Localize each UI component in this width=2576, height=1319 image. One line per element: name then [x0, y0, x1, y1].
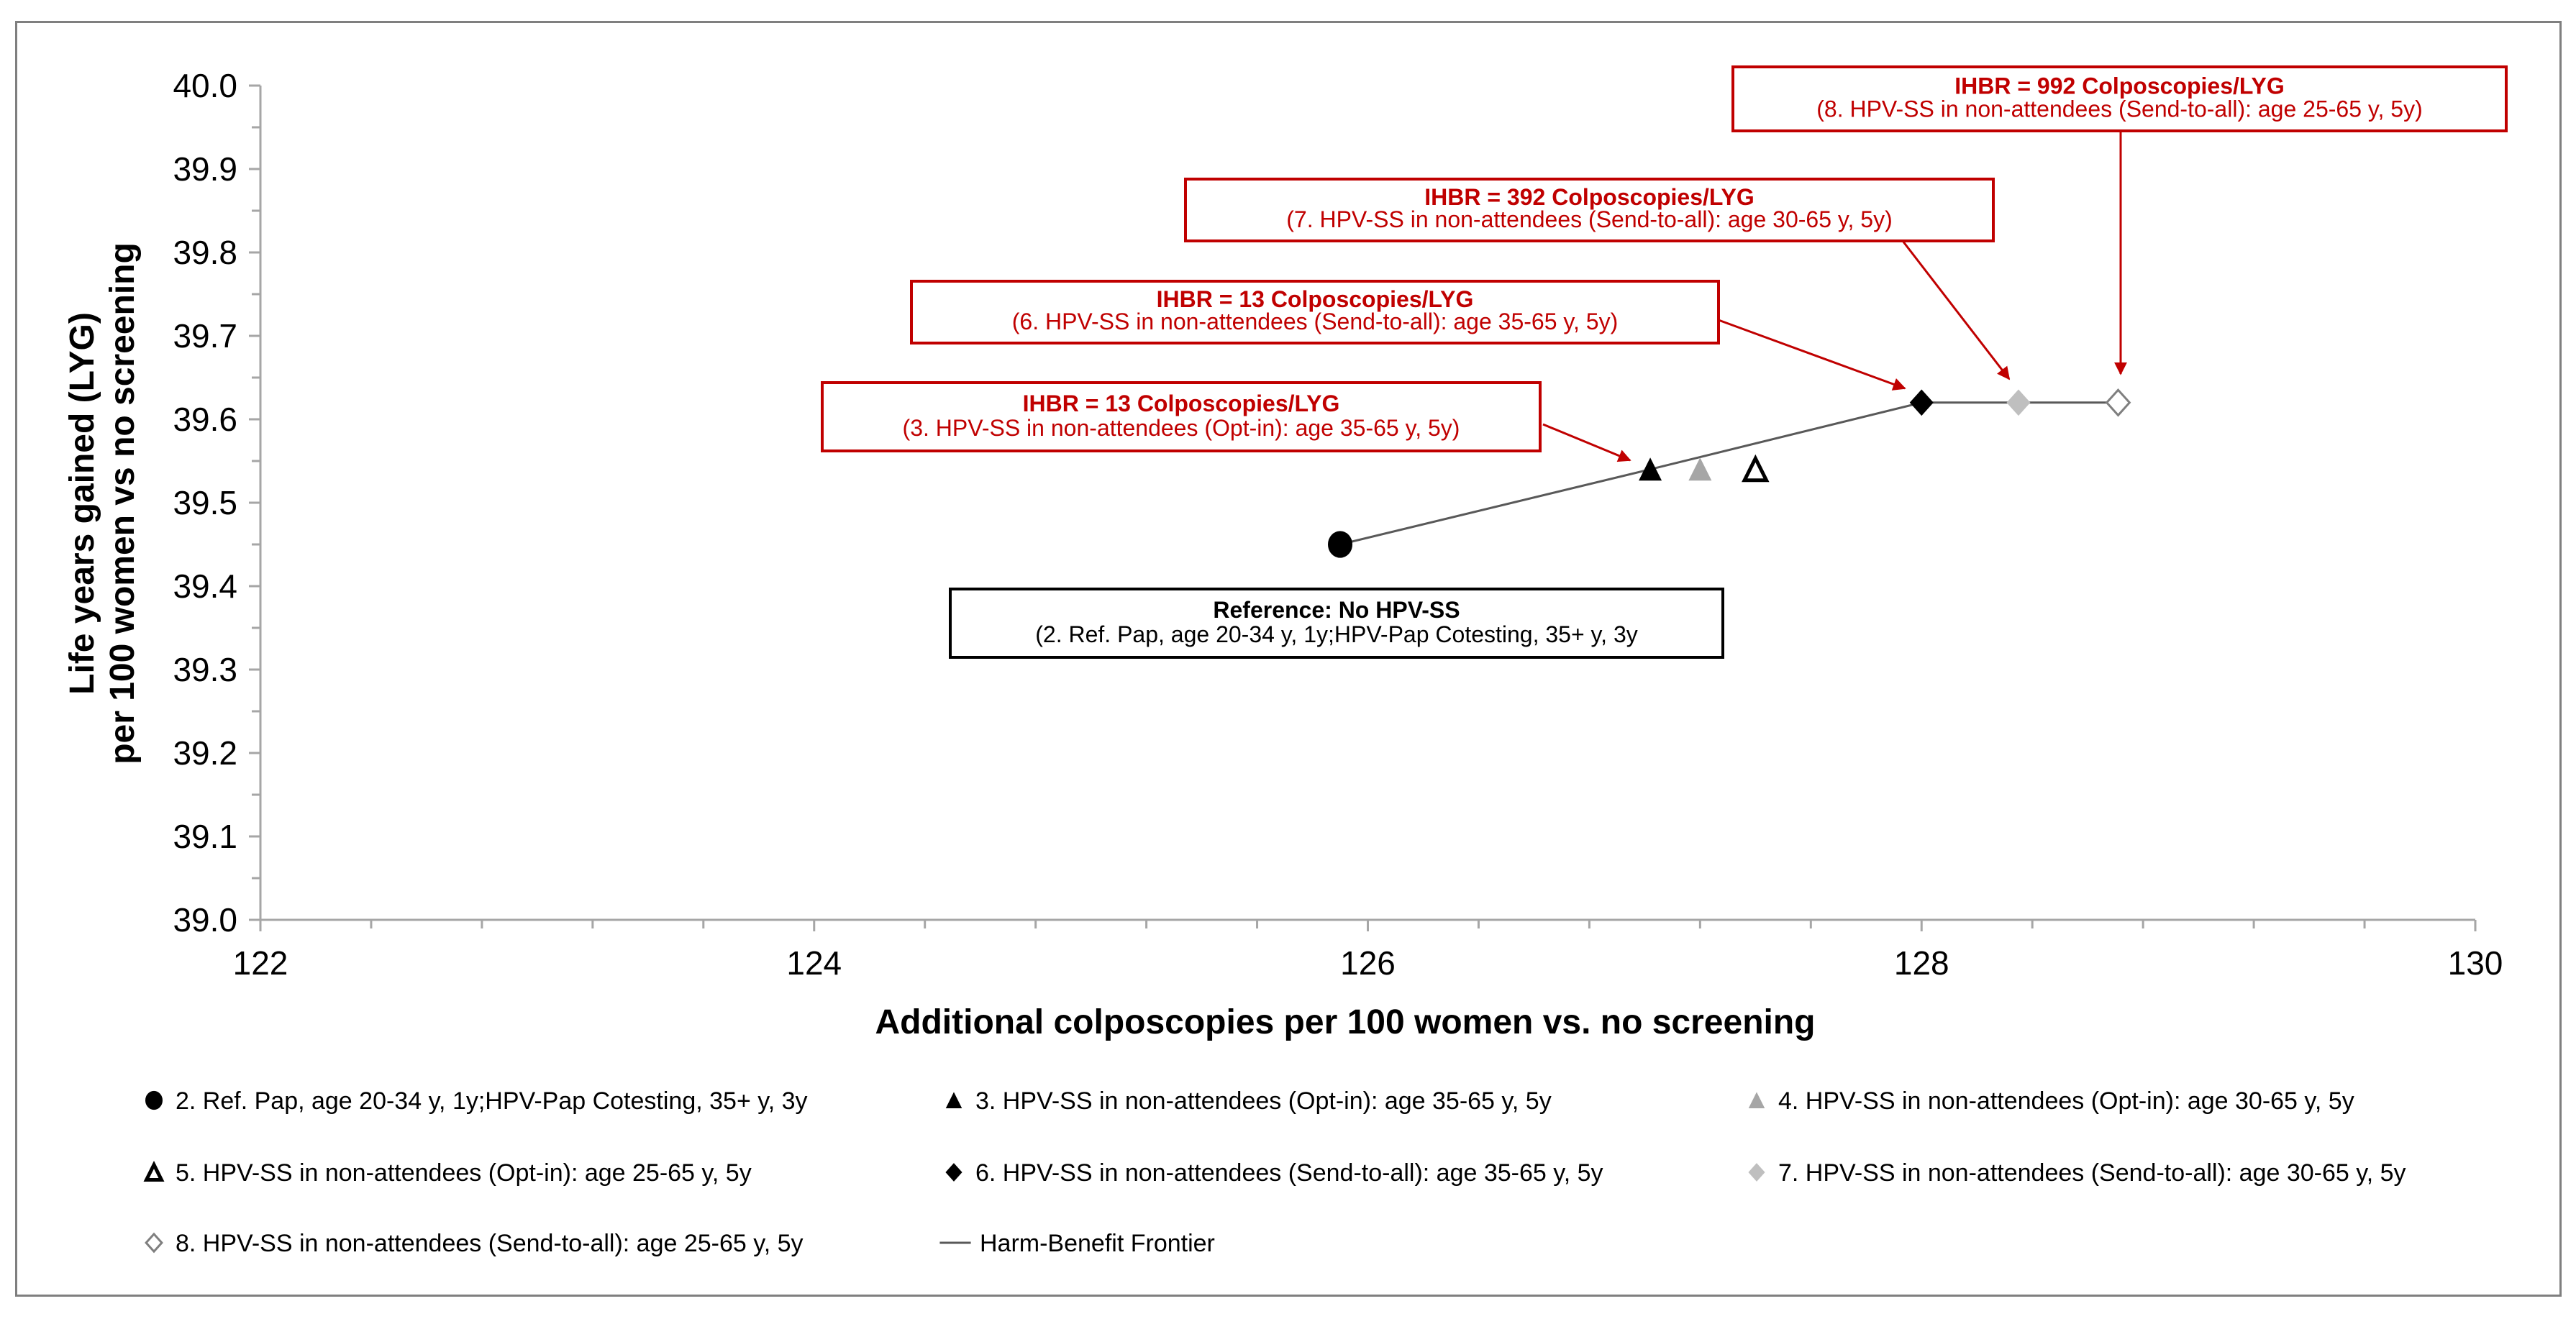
y-tick-label: 39.4 [173, 567, 237, 605]
legend-label: 3. HPV-SS in non-attendees (Opt-in): age… [975, 1087, 1552, 1115]
data-point-s5[interactable]: 5. HPV-SS in non-attendees (Opt-in): age… [1742, 454, 1770, 483]
annotation-box [910, 280, 1720, 344]
triangle-legend-icon [945, 1092, 962, 1108]
y-tick-label: 39.6 [173, 401, 237, 438]
annotation-title: IHBR = 992 Colposcopies/LYG [1954, 73, 2285, 99]
legend-label: 2. Ref. Pap, age 20-34 y, 1y;HPV-Pap Cot… [176, 1087, 808, 1115]
diamond-marker-icon [2006, 389, 2031, 416]
y-tick-label: 40.0 [173, 67, 237, 104]
y-tick-label: 39.0 [173, 901, 237, 939]
y-tick-label: 39.3 [173, 651, 237, 688]
data-points: 2. Ref. Pap, age 20-34 y, 1y;HPV-Pap Cot… [1328, 388, 2131, 558]
data-point-s3[interactable]: 3. HPV-SS in non-attendees (Opt-in): age… [1639, 457, 1662, 481]
annotations: IHBR = 992 Colposcopies/LYG(8. HPV-SS in… [821, 65, 2508, 659]
annotation-subtitle: (3. HPV-SS in non-attendees (Opt-in): ag… [903, 415, 1460, 441]
legend-label: 8. HPV-SS in non-attendees (Send-to-all)… [176, 1230, 804, 1257]
y-tick-label: 39.8 [173, 234, 237, 271]
annotation-ref: Reference: No HPV-SS(2. Ref. Pap, age 20… [949, 588, 1724, 659]
annotation-box [1184, 178, 1995, 242]
legend-label: 6. HPV-SS in non-attendees (Send-to-all)… [975, 1159, 1603, 1187]
data-point-s2[interactable]: 2. Ref. Pap, age 20-34 y, 1y;HPV-Pap Cot… [1328, 531, 1353, 558]
x-tick-label: 126 [1340, 944, 1396, 982]
triangle-legend-icon [143, 1160, 165, 1182]
data-point-s6[interactable]: 6. HPV-SS in non-attendees (Send-to-all)… [1909, 389, 1934, 416]
annotation-title: IHBR = 13 Colposcopies/LYG [1157, 286, 1474, 312]
legend-item[interactable]: 6. HPV-SS in non-attendees (Send-to-all)… [945, 1159, 1603, 1187]
legend: 2. Ref. Pap, age 20-34 y, 1y;HPV-Pap Cot… [143, 1087, 2406, 1257]
legend-label: 5. HPV-SS in non-attendees (Opt-in): age… [176, 1159, 752, 1187]
y-tick-label: 39.2 [173, 734, 237, 772]
x-tick-label: 122 [233, 944, 288, 982]
annotation-ann3: IHBR = 13 Colposcopies/LYG(3. HPV-SS in … [821, 381, 1631, 462]
annotation-subtitle: (8. HPV-SS in non-attendees (Send-to-all… [1816, 96, 2423, 122]
x-tick-label: 130 [2448, 944, 2503, 982]
triangle-marker-icon [1742, 454, 1770, 483]
legend-label: 7. HPV-SS in non-attendees (Send-to-all)… [1778, 1159, 2406, 1187]
annotation-title: IHBR = 13 Colposcopies/LYG [1023, 391, 1340, 416]
circle-marker-icon [1328, 531, 1353, 558]
diamond-legend-icon [145, 1232, 163, 1254]
y-axis-title-line-1: Life years gained (LYG) [63, 312, 101, 695]
y-tick-label: 39.5 [173, 484, 237, 521]
diamond-marker-icon [1909, 389, 1934, 416]
data-point-s4[interactable]: 4. HPV-SS in non-attendees (Opt-in): age… [1688, 457, 1712, 481]
annotation-ann6: IHBR = 13 Colposcopies/LYG(6. HPV-SS in … [910, 280, 1906, 391]
axes: 39.0 39.1 39.2 39.3 39.4 39.5 39.6 39.7 39.8 39.9… [173, 67, 2503, 982]
annotation-arrow-icon [1718, 319, 1906, 391]
triangle-marker-icon [1688, 457, 1712, 481]
data-point-s8[interactable]: 8. HPV-SS in non-attendees (Send-to-all)… [2105, 388, 2131, 417]
annotation-title: Reference: No HPV-SS [1213, 597, 1460, 623]
annotation-ann7: IHBR = 392 Colposcopies/LYG(7. HPV-SS in… [1184, 178, 2011, 380]
annotation-subtitle: (2. Ref. Pap, age 20-34 y, 1y;HPV-Pap Co… [1035, 621, 1638, 647]
triangle-legend-icon [1748, 1092, 1765, 1108]
y-tick-label: 39.1 [173, 818, 237, 855]
y-axis-title-line-2: per 100 women vs no screening [104, 242, 142, 765]
y-tick-label: 39.7 [173, 317, 237, 355]
legend-item[interactable]: 7. HPV-SS in non-attendees (Send-to-all)… [1748, 1159, 2406, 1187]
legend-label: Harm-Benefit Frontier [980, 1230, 1215, 1257]
legend-item[interactable]: Harm-Benefit Frontier [939, 1230, 1215, 1257]
legend-item[interactable]: 4. HPV-SS in non-attendees (Opt-in): age… [1748, 1087, 2354, 1115]
legend-item[interactable]: 3. HPV-SS in non-attendees (Opt-in): age… [945, 1087, 1552, 1115]
diamond-legend-icon [1748, 1163, 1765, 1182]
annotation-arrow-icon [1542, 423, 1631, 462]
legend-item[interactable]: 8. HPV-SS in non-attendees (Send-to-all)… [145, 1230, 804, 1257]
data-point-s7[interactable]: 7. HPV-SS in non-attendees (Send-to-all)… [2006, 389, 2031, 416]
circle-legend-icon [145, 1090, 163, 1110]
diamond-legend-icon [945, 1163, 962, 1182]
legend-item[interactable]: 2. Ref. Pap, age 20-34 y, 1y;HPV-Pap Cot… [145, 1087, 808, 1115]
annotation-ann8: IHBR = 992 Colposcopies/LYG(8. HPV-SS in… [1731, 65, 2508, 375]
annotation-subtitle: (6. HPV-SS in non-attendees (Send-to-all… [1012, 309, 1619, 334]
diamond-marker-icon [2105, 388, 2131, 417]
annotation-subtitle: (7. HPV-SS in non-attendees (Send-to-all… [1286, 206, 1893, 232]
y-axis-ticks: 39.0 39.1 39.2 39.3 39.4 39.5 39.6 39.7 39.8 39.9… [173, 67, 260, 939]
annotation-arrow-icon [1901, 240, 2011, 380]
y-tick-label: 39.9 [173, 150, 237, 188]
triangle-marker-icon [1639, 457, 1662, 481]
legend-label: 4. HPV-SS in non-attendees (Opt-in): age… [1778, 1087, 2354, 1115]
annotation-title: IHBR = 392 Colposcopies/LYG [1424, 184, 1754, 210]
legend-item[interactable]: 5. HPV-SS in non-attendees (Opt-in): age… [143, 1159, 752, 1187]
x-axis-title: Additional colposcopies per 100 women vs… [875, 1003, 1816, 1041]
y-axis-title: Life years gained (LYG) per 100 women vs… [63, 242, 142, 765]
x-tick-label: 124 [786, 944, 842, 982]
x-tick-label: 128 [1894, 944, 1949, 982]
annotation-box [949, 588, 1724, 659]
x-axis-ticks: 122 124 126 128 130 [233, 920, 2503, 982]
annotation-box [821, 381, 1542, 452]
